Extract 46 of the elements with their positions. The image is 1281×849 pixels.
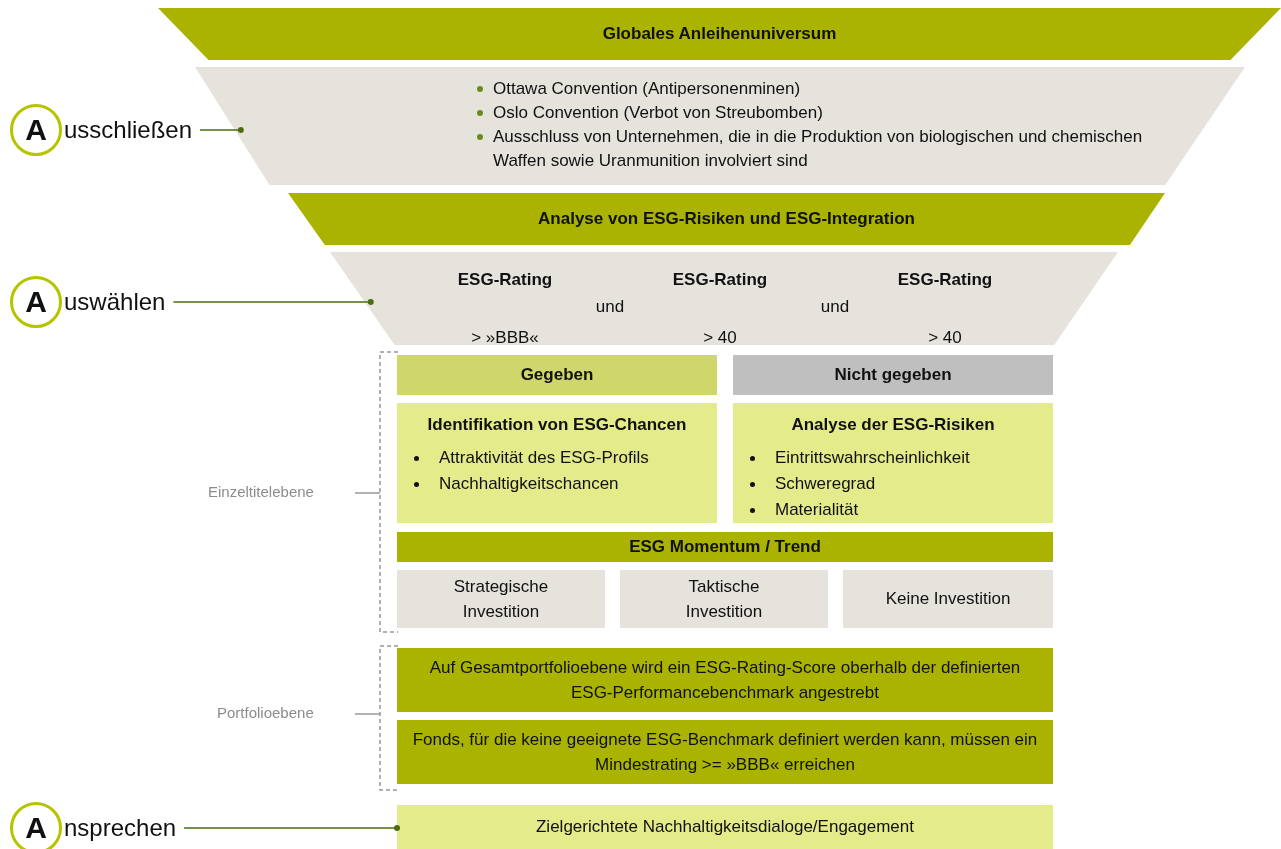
- action-box: Zielgerichtete Nachhaltigkeitsdialoge/Engagement: [397, 805, 1053, 849]
- threshold-text: > 40: [703, 328, 737, 348]
- threshold-text: > 40: [928, 328, 962, 348]
- bullet-text: Eintrittswahrscheinlichkeit: [775, 447, 970, 469]
- connector-line: [183, 825, 400, 831]
- level-label: Einzeltitelebene: [208, 483, 314, 500]
- outcome-box: Keine Investition: [843, 570, 1053, 628]
- bullet-text: Ottawa Convention (Antipersonenminen): [493, 78, 802, 100]
- header-bar: ESG Momentum / Trend: [397, 532, 1053, 562]
- outcome-box: Strategische Investition: [397, 570, 605, 628]
- bullet-text: Nachhaltigkeitschancen: [439, 473, 619, 495]
- bullet-text: Ausschluss von Unternehmen, die in die Produktion von biologischen und chemischen Waffen sowie Uranmunition involviert sind: [493, 126, 1144, 172]
- band-title: Analyse von ESG-Risiken und ESG-Integration: [538, 209, 915, 229]
- outcome-box: Taktische Investition: [620, 570, 828, 628]
- connector-line: [172, 299, 374, 305]
- step-label: nsprechen: [64, 814, 177, 842]
- box-heading: Analyse der ESG-Risiken: [791, 415, 995, 435]
- funnel-band: [288, 193, 1165, 245]
- bullet-text: Schweregrad: [775, 473, 876, 495]
- criteria-box: [397, 403, 717, 523]
- threshold-text: > »BBB«: [471, 328, 539, 348]
- bullet-text: Attraktivität des ESG-Profils: [439, 447, 649, 469]
- funnel-band: [158, 8, 1281, 60]
- connector-word: und: [820, 297, 850, 317]
- rating-name: ESG-Rating: [672, 270, 768, 290]
- portfolio-box: Auf Gesamtportfolioebene wird ein ESG-Rating-Score oberhalb der definierten ESG-Performancebenchmark angestrebt: [397, 648, 1053, 712]
- portfolio-box: Fonds, für die keine geeignete ESG-Benchmark definiert werden kann, müssen ein Mindestrating >= »BBB« erreichen: [397, 720, 1053, 784]
- criteria-box: [733, 403, 1053, 523]
- step-label: usschließen: [64, 116, 193, 144]
- band-title: Globales Anleihenuniversum: [602, 24, 837, 44]
- box-heading: Identifikation von ESG-Chancen: [427, 415, 687, 435]
- letter-circle: A: [10, 802, 62, 849]
- funnel-band: [330, 252, 1118, 345]
- rating-name: ESG-Rating: [897, 270, 993, 290]
- letter-circle: A: [10, 276, 62, 328]
- rating-name: ESG-Rating: [457, 270, 553, 290]
- level-label: Portfolioebene: [217, 704, 314, 721]
- bullet-text: Oslo Convention (Verbot von Streubomben): [493, 102, 824, 124]
- connector-word: und: [595, 297, 625, 317]
- connector-line: [199, 127, 244, 133]
- header-box: Gegeben: [397, 355, 717, 395]
- step-label: uswählen: [64, 288, 166, 316]
- letter-circle: A: [10, 104, 62, 156]
- funnel-band: [195, 67, 1245, 185]
- header-box: Nicht gegeben: [733, 355, 1053, 395]
- bullet-text: Materialität: [775, 499, 859, 521]
